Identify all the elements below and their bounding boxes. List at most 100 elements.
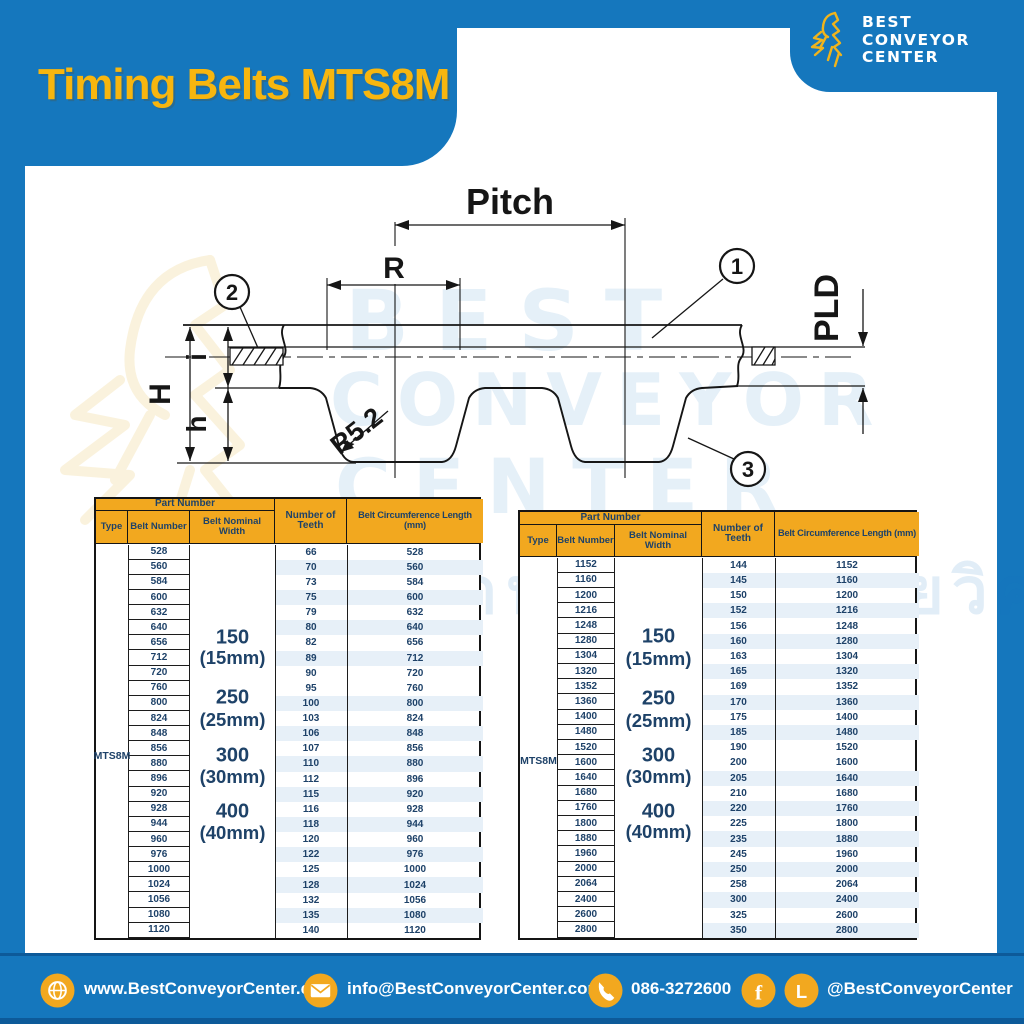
circumference-cell: 2064: [835, 879, 859, 891]
teeth-cell: 225: [730, 818, 747, 830]
row-stripe: [702, 801, 919, 817]
belt-number-cell: 1152: [558, 557, 614, 573]
nominal-width-label: (30mm): [625, 765, 692, 787]
row-stripe: [275, 816, 483, 833]
page-title: Timing Belts MTS8M: [38, 60, 450, 109]
teeth-cell: 116: [302, 803, 320, 815]
teeth-cell: 144: [730, 559, 747, 571]
belt-number-cell: 1640: [558, 770, 614, 786]
col-belt-number: Belt Number: [557, 525, 615, 556]
teeth-cell: 210: [730, 787, 747, 799]
circumference-cell: 1280: [835, 635, 859, 647]
belt-number-cell: 1760: [558, 800, 614, 817]
nominal-width-label: 150: [215, 626, 250, 649]
goat-logo-icon: [808, 10, 856, 85]
svg-text:L: L: [796, 981, 807, 1002]
teeth-cell: 66: [305, 546, 317, 558]
belt-number-cell: 1320: [558, 664, 614, 680]
circumference-cell: 960: [406, 834, 424, 846]
circumference-cell: 1248: [835, 620, 859, 632]
spec-table-left: Part Number Type Belt Number Belt Nomina…: [94, 497, 483, 940]
teeth-cell: 300: [730, 894, 747, 906]
belt-number-cell: 1160: [558, 572, 614, 588]
belt-number-cell: 632: [129, 605, 189, 621]
belt-number-cell: 1120: [129, 922, 189, 938]
nominal-width-label: (25mm): [625, 709, 692, 731]
column-divider: [347, 544, 349, 938]
circumference-cell: 640: [406, 622, 424, 634]
circumference-cell: 880: [406, 758, 424, 770]
teeth-cell: 90: [305, 667, 317, 679]
logo-wordmark: BEST CONVEYOR CENTER: [862, 13, 970, 67]
belt-number-cell: 1024: [129, 877, 189, 893]
belt-number-cell: 976: [129, 847, 189, 863]
footer-social: @BestConveyorCenter: [827, 978, 1013, 998]
title-panel: Timing Belts MTS8M: [0, 0, 457, 166]
belt-number-cell: 848: [129, 726, 189, 742]
belt-number-cell: 1304: [558, 648, 614, 665]
row-stripe: [275, 786, 483, 802]
teeth-cell: 175: [730, 711, 747, 723]
nominal-width-label: 250: [641, 687, 676, 710]
teeth-cell: 70: [305, 561, 317, 573]
teeth-cell: 145: [730, 574, 747, 586]
teeth-cell: 152: [730, 605, 747, 617]
teeth-cell: 200: [730, 757, 747, 769]
teeth-cell: 258: [730, 879, 747, 891]
teeth-cell: 115: [302, 788, 320, 800]
nominal-width-label: 400: [641, 800, 676, 823]
nominal-width-label: 150: [641, 625, 676, 648]
nominal-width-label: (40mm): [199, 821, 266, 843]
teeth-cell: 89: [305, 652, 317, 664]
circumference-cell: 856: [406, 743, 424, 755]
belt-number-cell: 1056: [129, 892, 189, 908]
belt-number-cell: 1960: [558, 846, 614, 862]
teeth-cell: 245: [730, 848, 747, 860]
belt-number-cell: 1800: [558, 816, 614, 832]
teeth-cell: 132: [302, 894, 320, 906]
belt-number-cell: 1200: [558, 588, 614, 604]
nominal-width-label: (25mm): [199, 708, 266, 730]
footer-bar: www.BestConveyorCenter.com info@BestConv…: [0, 953, 1024, 1024]
belt-number-cell: 1280: [558, 633, 614, 649]
teeth-cell: 79: [305, 607, 317, 619]
circumference-cell: 1216: [835, 605, 859, 617]
belt-number-cell: 1600: [558, 755, 614, 771]
belt-number-cell: 760: [129, 680, 189, 696]
teeth-cell: 163: [730, 650, 747, 662]
facebook-icon: f: [741, 973, 776, 1008]
circumference-cell: 1960: [835, 848, 859, 860]
belt-number-cell: 920: [129, 786, 189, 802]
nominal-width-label: (30mm): [199, 765, 266, 787]
col-type: Type: [96, 511, 128, 543]
teeth-cell: 95: [305, 682, 317, 694]
teeth-cell: 106: [302, 728, 320, 740]
col-number-of-teeth: Number of Teeth: [702, 512, 775, 556]
circumference-cell: 1400: [835, 711, 859, 723]
line-icon: L: [784, 973, 819, 1008]
globe-icon: [40, 973, 75, 1008]
nominal-width-label: (15mm): [199, 646, 266, 668]
circumference-cell: 896: [406, 773, 424, 785]
row-stripe: [275, 907, 483, 923]
circumference-cell: 632: [406, 607, 424, 619]
teeth-cell: 73: [305, 576, 317, 588]
circumference-cell: 1760: [835, 803, 859, 815]
teeth-cell: 220: [730, 803, 747, 815]
table-header: Part Number Type Belt Number Belt Nomina…: [520, 512, 919, 557]
logo-line2: CONVEYOR: [862, 30, 970, 49]
circumference-cell: 584: [406, 576, 424, 588]
circumference-cell: 1880: [835, 833, 859, 845]
belt-number-cell: 880: [129, 756, 189, 772]
circumference-cell: 1152: [836, 559, 858, 571]
col-part-number: Part Number: [520, 512, 702, 525]
circumference-cell: 528: [406, 546, 424, 558]
row-stripe: [702, 892, 919, 908]
row-stripe: [275, 589, 483, 606]
circumference-cell: 1200: [835, 590, 859, 602]
belt-number-cell: 1080: [129, 907, 189, 923]
nominal-width-label: 250: [215, 686, 250, 709]
column-divider: [775, 557, 777, 938]
row-stripe: [275, 847, 483, 863]
